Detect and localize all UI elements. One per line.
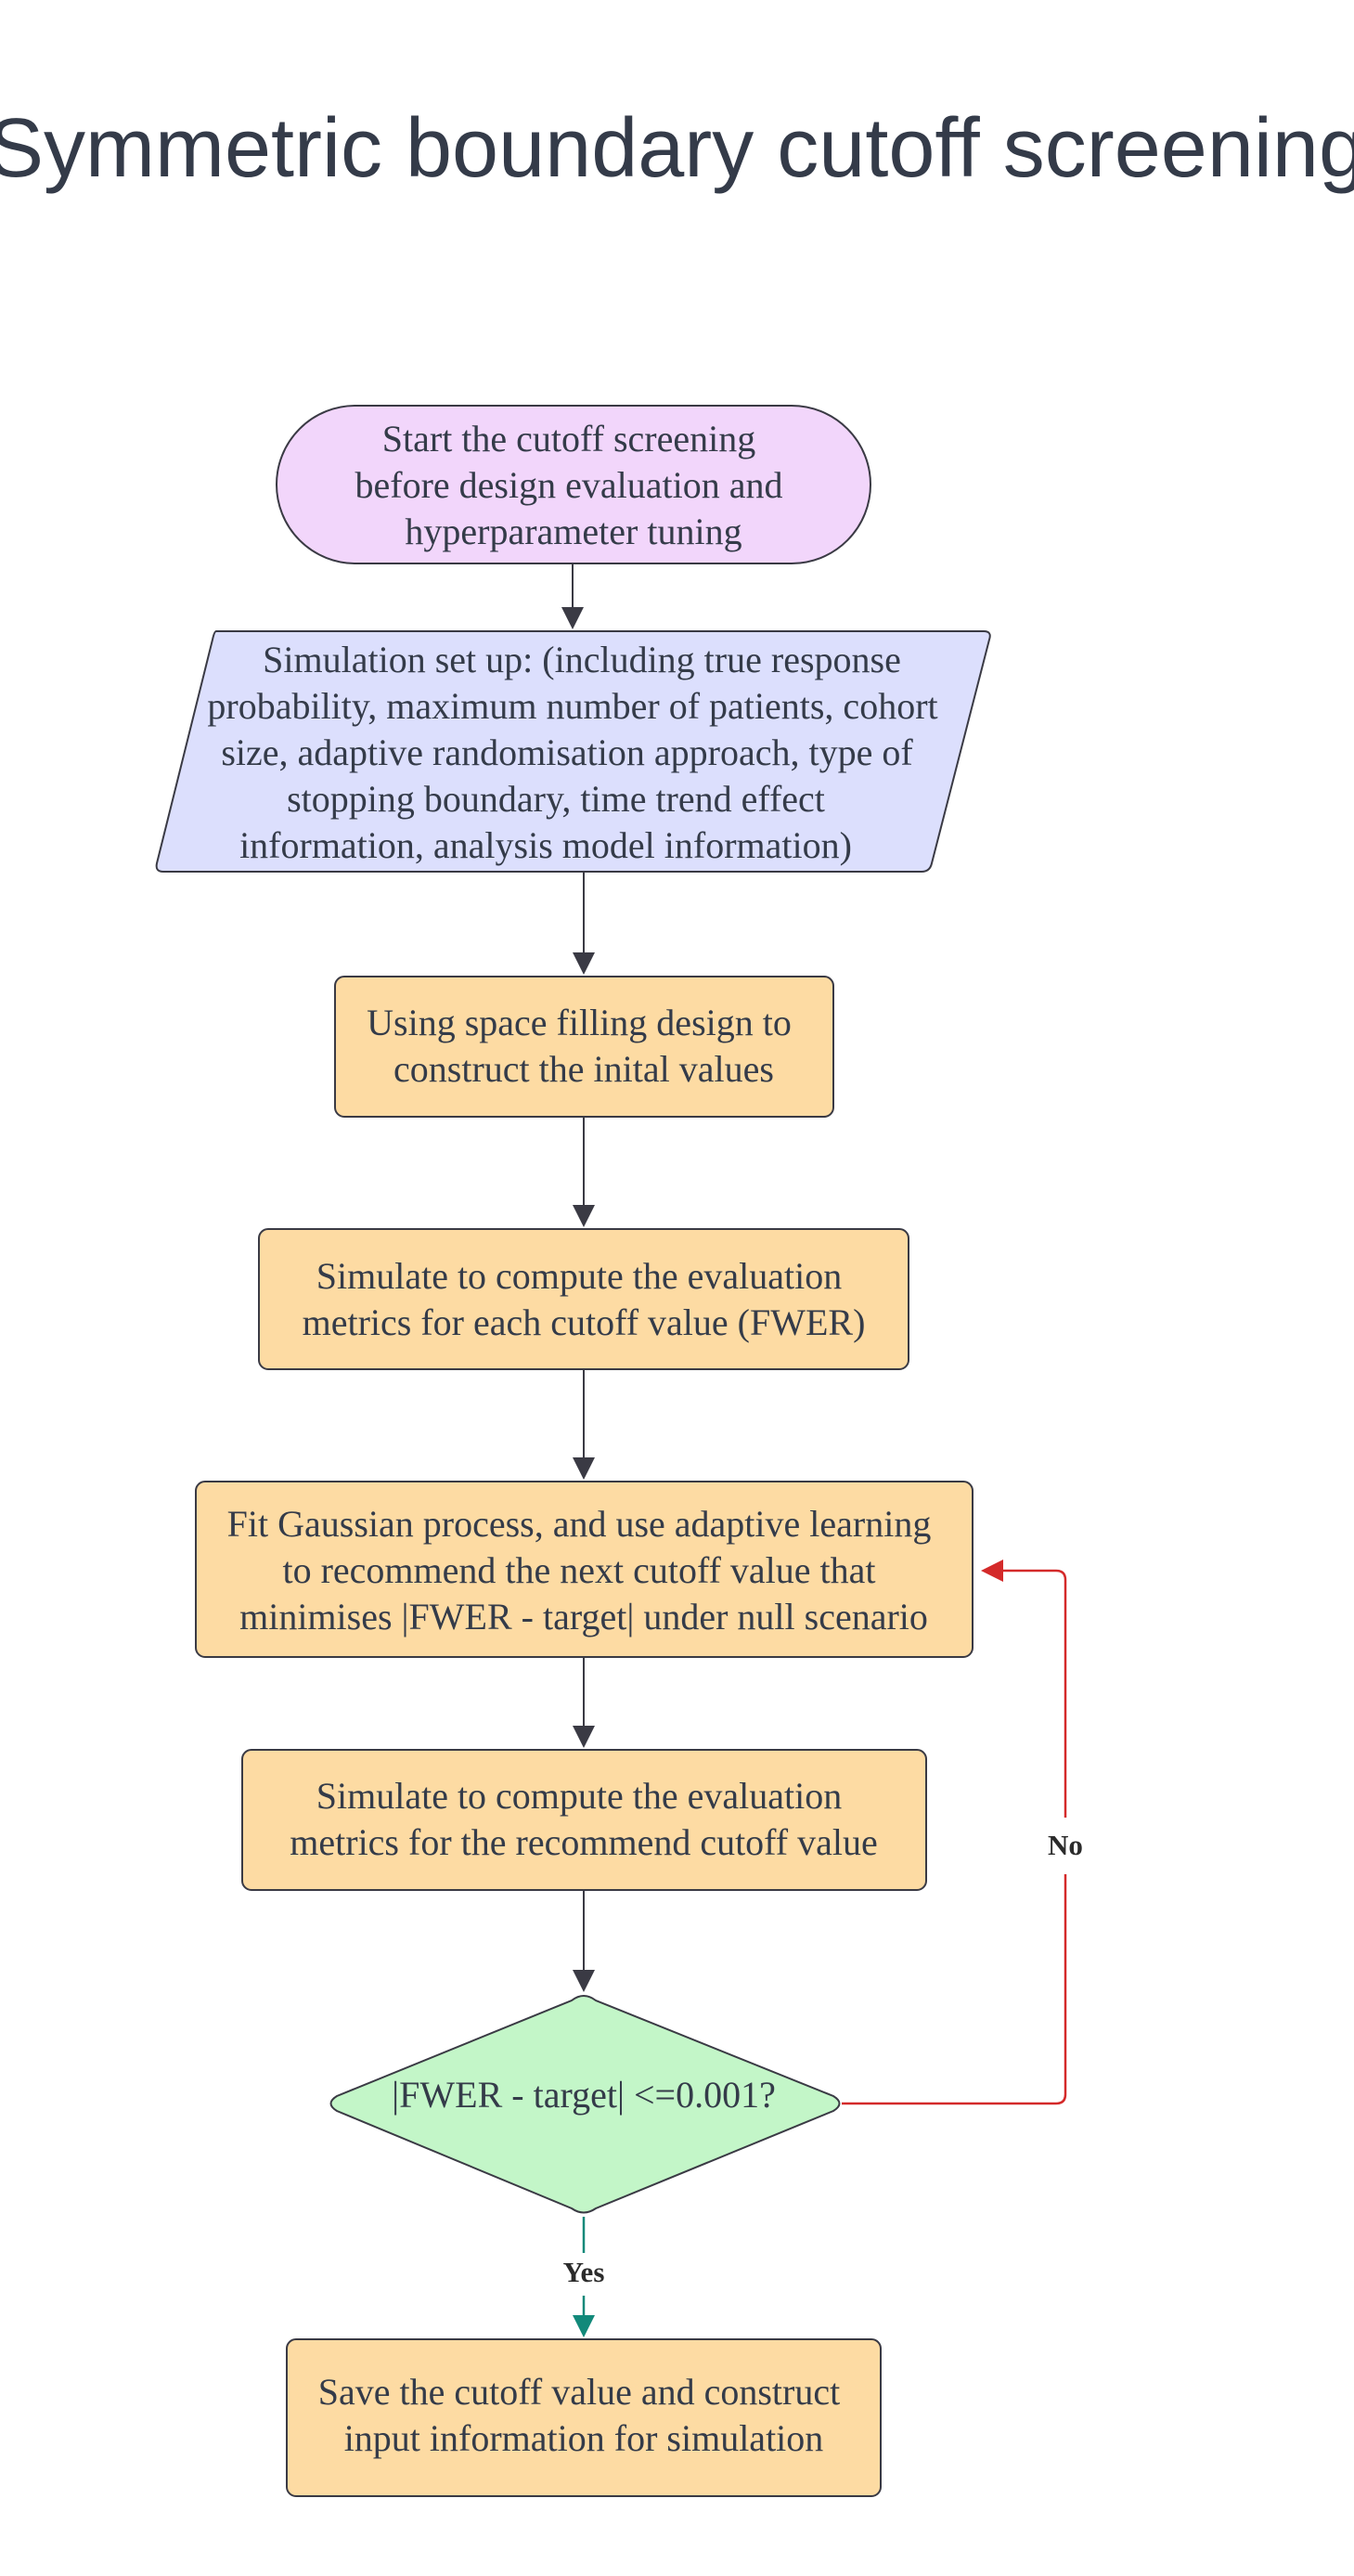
edge-decision-to-fit-gp-arrowhead — [981, 1560, 1003, 1582]
setup-parallelogram-shape — [155, 630, 991, 873]
setup-text-line: size, adaptive randomisation approach, t… — [221, 731, 913, 773]
node-space-filling: Using space filling design to construct … — [334, 976, 834, 1118]
decision-text-line: |FWER - target| <=0.001? — [392, 2074, 776, 2116]
decision-diamond-shape — [329, 1995, 841, 2214]
setup-text: Simulation set up: (including true respo… — [207, 639, 947, 866]
edge-label-no: No — [1048, 1829, 1083, 1861]
simulate-each-text-line: Simulate to compute the evaluation — [316, 1255, 843, 1297]
simulate-recommend-text-line: metrics for the recommend cutoff value — [290, 1821, 877, 1863]
save-process-shape — [286, 2338, 882, 2497]
simulate-recommend-text-line: Simulate to compute the evaluation — [316, 1775, 843, 1817]
start-text: Start the cutoff screening before design… — [355, 418, 793, 552]
fit-gp-text-line: Fit Gaussian process, and use adaptive l… — [227, 1503, 932, 1545]
edges-layer: Yes No — [561, 563, 1083, 2337]
fit-gp-text-line: to recommend the next cutoff value that — [282, 1549, 875, 1591]
edge-simulate-recommend-to-decision-arrowhead — [573, 1970, 595, 1992]
setup-text-line: Simulation set up: (including true respo… — [263, 639, 901, 680]
edge-space-filling-to-simulate-each-arrowhead — [573, 1205, 595, 1227]
diagram-title: Symmetric boundary cutoff screening — [0, 102, 1354, 195]
space-filling-text: Using space filling design to construct … — [367, 1002, 801, 1090]
space-filling-text-line: construct the inital values — [393, 1048, 774, 1090]
node-decision: |FWER - target| <=0.001? — [329, 1995, 841, 2214]
setup-text-line: information, analysis model information) — [239, 824, 852, 866]
start-terminator-shape — [276, 405, 871, 564]
decision-text: |FWER - target| <=0.001? — [392, 2074, 776, 2116]
setup-text-line: stopping boundary, time trend effect — [287, 778, 825, 820]
space-filling-text-line: Using space filling design to — [367, 1002, 792, 1043]
node-simulate-each: Simulate to compute the evaluation metri… — [258, 1228, 909, 1370]
edge-label-yes: Yes — [563, 2256, 605, 2288]
edge-start-to-setup-arrowhead — [561, 607, 584, 629]
start-text-line: Start the cutoff screening — [382, 418, 755, 460]
edge-decision-to-fit-gp-lower — [991, 1569, 1067, 1818]
node-save: Save the cutoff value and construct inpu… — [286, 2338, 882, 2497]
fit-gp-text-line: minimises |FWER - target| under null sce… — [239, 1596, 928, 1638]
start-text-line: before design evaluation and — [355, 464, 783, 506]
save-text-line: input information for simulation — [344, 2417, 824, 2459]
nodes-layer: Start the cutoff screening before design… — [155, 405, 991, 2497]
edge-decision-to-save-arrowhead — [573, 2315, 595, 2337]
simulate-each-text-line: metrics for each cutoff value (FWER) — [303, 1301, 866, 1343]
save-text: Save the cutoff value and construct inpu… — [318, 2371, 849, 2459]
edge-decision-to-fit-gp-upper — [842, 1874, 1067, 2105]
edge-simulate-each-to-fit-gp-arrowhead — [573, 1457, 595, 1480]
fit-gp-process-shape — [195, 1481, 974, 1658]
simulate-each-process-shape — [258, 1228, 909, 1370]
edge-fit-gp-to-simulate-recommend-arrowhead — [573, 1726, 595, 1748]
edge-setup-to-space-filling-arrowhead — [573, 952, 595, 975]
simulate-each-text: Simulate to compute the evaluation metri… — [303, 1255, 866, 1343]
simulate-recommend-process-shape — [241, 1749, 927, 1891]
space-filling-process-shape — [334, 976, 834, 1118]
setup-text-line: probability, maximum number of patients,… — [207, 685, 937, 727]
start-text-line: hyperparameter tuning — [405, 511, 741, 552]
save-text-line: Save the cutoff value and construct — [318, 2371, 840, 2413]
node-simulate-recommend: Simulate to compute the evaluation metri… — [241, 1749, 927, 1891]
node-fit-gp: Fit Gaussian process, and use adaptive l… — [195, 1481, 974, 1658]
node-start: Start the cutoff screening before design… — [276, 405, 871, 564]
fit-gp-text: Fit Gaussian process, and use adaptive l… — [227, 1503, 941, 1638]
simulate-recommend-text: Simulate to compute the evaluation metri… — [290, 1775, 877, 1863]
node-setup: Simulation set up: (including true respo… — [155, 630, 991, 873]
